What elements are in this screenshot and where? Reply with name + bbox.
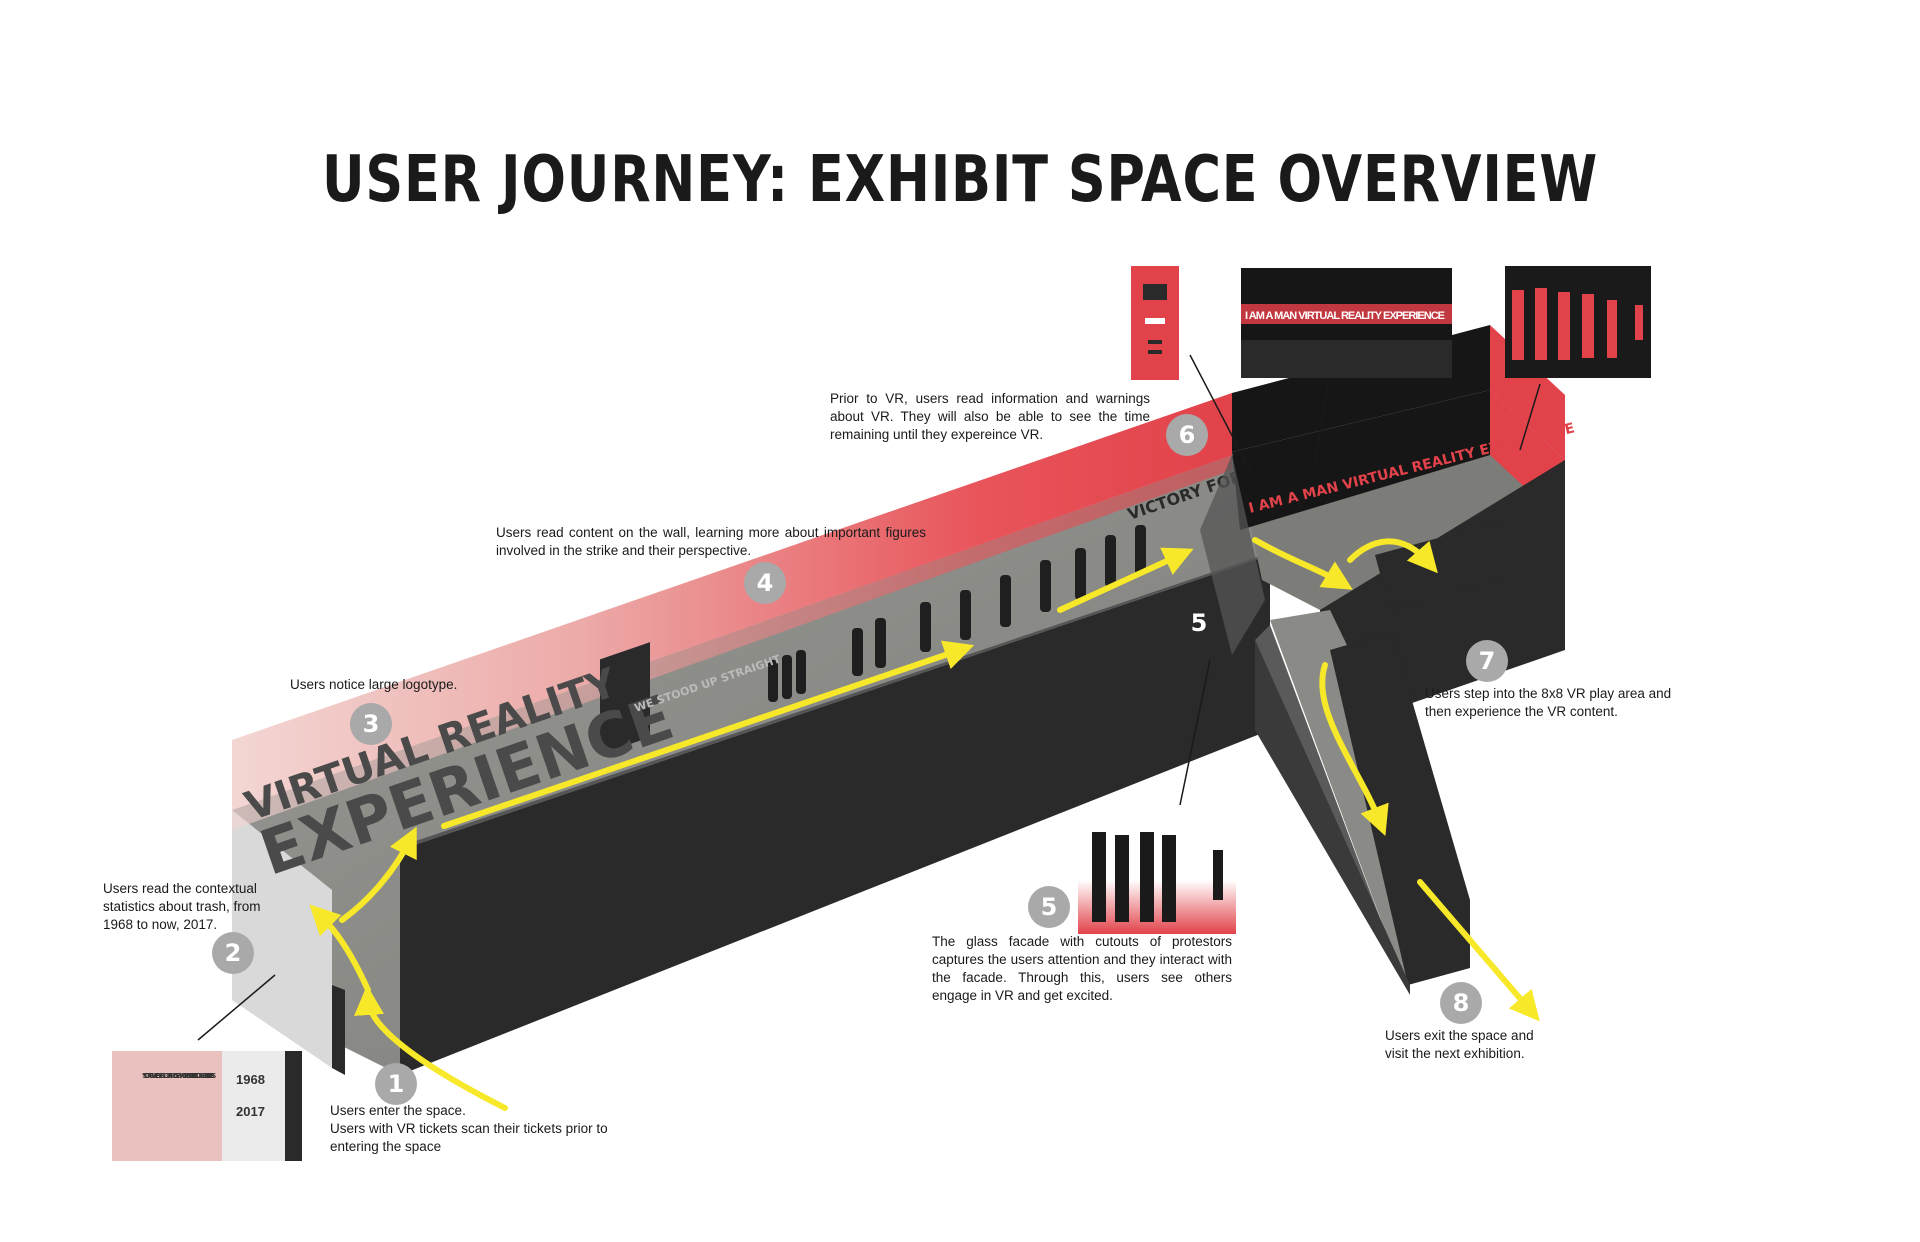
page-title: USER JOURNEY: EXHIBIT SPACE OVERVIEW bbox=[321, 143, 1599, 217]
step-8-badge: 8 bbox=[1440, 982, 1482, 1024]
facade-thumbnail bbox=[1078, 815, 1236, 934]
step-1-line1: Users enter the space. bbox=[330, 1103, 466, 1118]
path-to-facade bbox=[1057, 547, 1194, 613]
kiosk-thumbnail bbox=[1131, 266, 1179, 380]
glass-facade bbox=[1200, 455, 1265, 655]
path-along-wall bbox=[441, 640, 975, 829]
step-4-badge: 4 bbox=[744, 562, 786, 604]
path-exit-1 bbox=[1319, 662, 1389, 836]
path-vr-play bbox=[1347, 538, 1438, 574]
step-5a-badge: 5 bbox=[1190, 609, 1208, 637]
step-7-text: Users step into the 8x8 VR play area and… bbox=[1425, 686, 1672, 719]
step-3-text: Users notice large logotype. bbox=[290, 677, 458, 692]
front-wall-top-edge bbox=[398, 552, 1272, 850]
stats-thumbnail: “SO OFTEN WE OVERLOOK THOSE WHO ARE NOT … bbox=[112, 1051, 302, 1161]
protester-thumbnail bbox=[1505, 266, 1651, 378]
path-to-stats bbox=[309, 904, 371, 993]
gallery-wall bbox=[232, 393, 1232, 808]
step-5b-badge: 5 bbox=[1028, 886, 1070, 928]
step-6-text: Prior to VR, users read information and … bbox=[830, 391, 1150, 442]
step-8-text: Users exit the space and visit the next … bbox=[1385, 1028, 1534, 1061]
step-1-text: Users enter the space. Users with VR tic… bbox=[330, 1102, 650, 1156]
vr-room-back-wall bbox=[1232, 390, 1490, 530]
step-2-text: Users read the contextual statistics abo… bbox=[103, 881, 261, 932]
step-3-badge: 3 bbox=[350, 703, 392, 745]
step-7-badge: 7 bbox=[1466, 640, 1508, 682]
gallery-wall-lower bbox=[232, 452, 1232, 830]
step-1-line2: Users with VR tickets scan their tickets… bbox=[330, 1121, 608, 1154]
stood-up-panel bbox=[600, 642, 650, 755]
entrance-end-wall bbox=[232, 810, 332, 1068]
path-exit-2 bbox=[1417, 879, 1540, 1022]
step-1-badge: 1 bbox=[375, 1063, 417, 1105]
path-entry bbox=[354, 985, 508, 1111]
step-6-badge: 6 bbox=[1166, 414, 1208, 456]
vr-play-area bbox=[1375, 520, 1505, 610]
protester-silhouettes bbox=[768, 525, 1146, 702]
stats-year-2017: 2017 bbox=[236, 1104, 265, 1119]
step-5-text: The glass facade with cutouts of protest… bbox=[932, 934, 1232, 1003]
entrance-left-post bbox=[332, 985, 345, 1075]
path-to-logo bbox=[339, 826, 417, 923]
step-2-badge: 2 bbox=[212, 932, 254, 974]
journey-path bbox=[309, 537, 1540, 1111]
vr-banner-thumbnail: I AM A MAN VIRTUAL REALITY EXPERIENCE bbox=[1241, 268, 1452, 378]
leader-lines bbox=[197, 354, 1541, 1041]
step-4-text: Users read content on the wall, learning… bbox=[496, 525, 926, 558]
front-corridor-wall bbox=[400, 555, 1270, 1075]
stats-year-1968: 1968 bbox=[236, 1072, 265, 1087]
exit-corridor-left-wall bbox=[1255, 640, 1410, 995]
stats-quote: “SO OFTEN WE OVERLOOK THOSE WHO ARE NOT … bbox=[142, 1073, 216, 1080]
path-into-vr bbox=[1252, 537, 1353, 590]
vr-banner-thumb-text: I AM A MAN VIRTUAL REALITY EXPERIENCE bbox=[1245, 310, 1445, 322]
